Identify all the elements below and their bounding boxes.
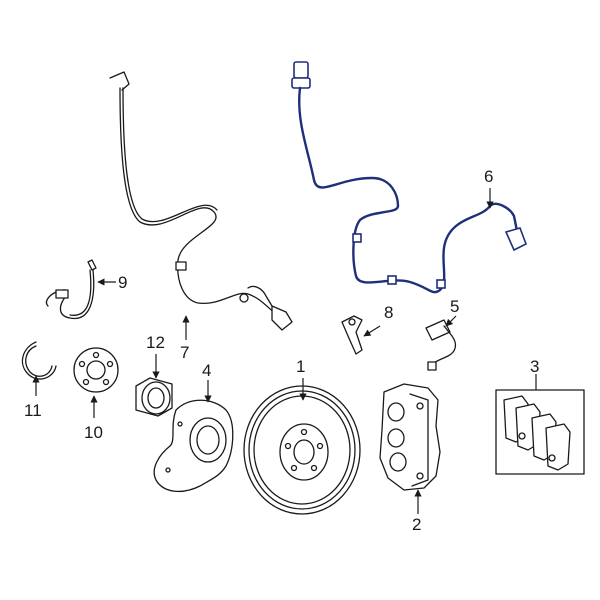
part-5-wheel-speed-sensor[interactable] xyxy=(425,319,457,371)
part-9-sensor-wire[interactable] xyxy=(45,259,97,320)
callout-12: 12 xyxy=(146,333,165,352)
part-8-bracket[interactable] xyxy=(341,315,363,355)
callout-3: 3 xyxy=(530,357,539,376)
part-6-abs-sensor-wire[interactable] xyxy=(291,61,528,294)
callout-1: 1 xyxy=(296,357,305,376)
callout-9: 9 xyxy=(118,273,127,292)
part-1-brake-rotor[interactable] xyxy=(243,385,361,515)
callout-2: 2 xyxy=(412,515,421,534)
callout-7: 7 xyxy=(180,343,189,362)
part-2-brake-caliper[interactable] xyxy=(379,383,441,491)
callout-5: 5 xyxy=(450,297,459,316)
part-7-sensor-harness[interactable] xyxy=(109,71,293,331)
callout-lines xyxy=(32,188,537,514)
part-4-splash-shield[interactable] xyxy=(153,399,234,492)
part-11-snap-ring[interactable] xyxy=(21,341,57,380)
callout-4: 4 xyxy=(202,361,211,380)
callout-10: 10 xyxy=(84,423,103,442)
callout-8: 8 xyxy=(384,303,393,322)
part-10-hub[interactable] xyxy=(73,347,119,393)
callout-6: 6 xyxy=(484,167,493,186)
part-3-brake-pads[interactable] xyxy=(495,389,585,475)
callout-11: 11 xyxy=(24,401,42,420)
part-12-wheel-bearing[interactable] xyxy=(135,377,173,417)
